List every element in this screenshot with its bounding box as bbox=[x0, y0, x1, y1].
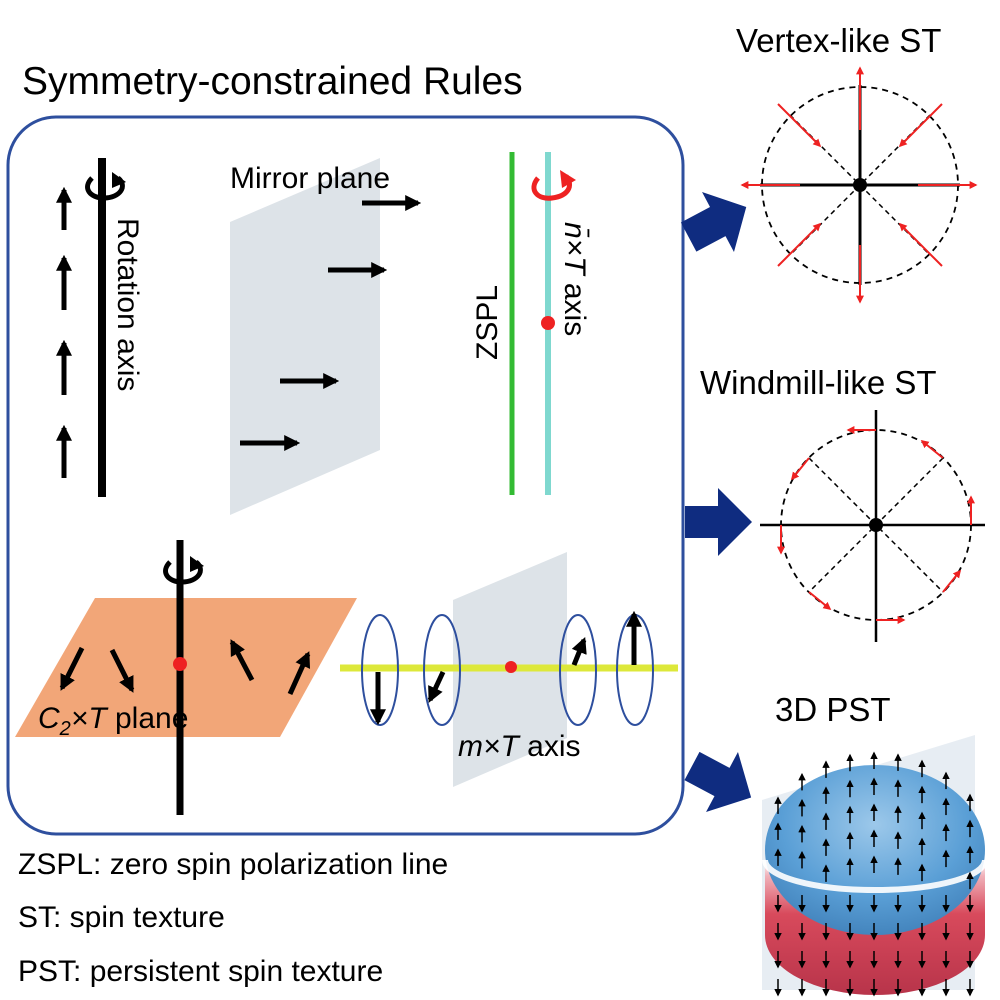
zspl-label: ZSPL bbox=[471, 285, 504, 360]
pst-upper-dome bbox=[765, 765, 985, 935]
page-title: Symmetry-constrained Rules bbox=[22, 60, 523, 103]
spin-arrow-icon bbox=[777, 103, 822, 148]
nt-axis-label: n̄×T axis bbox=[558, 222, 591, 336]
connector-arrow-icon bbox=[680, 191, 747, 253]
pst-3d-diagram bbox=[762, 735, 988, 997]
spin-arrow-icon bbox=[59, 646, 85, 691]
mirror-plane-element: Mirror plane bbox=[230, 158, 422, 515]
spin-arrow-icon bbox=[287, 651, 311, 696]
legend-zspl: ZSPL: zero spin polarization line bbox=[18, 848, 449, 881]
legend-pst: PST: persistent spin texture bbox=[18, 955, 384, 988]
spin-arrow-icon bbox=[427, 670, 446, 703]
connector-arrow-icon bbox=[685, 488, 752, 556]
rotation-arrow-icon bbox=[531, 174, 572, 201]
c2t-plane-element: C2×T plane bbox=[15, 540, 357, 815]
legend-st: ST: spin texture bbox=[18, 901, 225, 934]
spin-arrow-icon bbox=[109, 648, 135, 693]
zspl-element: ZSPL n̄×T axis bbox=[471, 152, 591, 495]
inversion-center-dot bbox=[505, 661, 517, 673]
spin-arrow-icon bbox=[942, 569, 962, 593]
rotation-arrow-icon bbox=[85, 176, 125, 201]
rotation-arrow-icon bbox=[163, 560, 203, 585]
spin-arrow-icon bbox=[777, 222, 822, 267]
mt-axis-label: m×T axis bbox=[458, 730, 581, 763]
spin-arrow-icon bbox=[898, 222, 943, 267]
rotation-axis-label: Rotation axis bbox=[111, 218, 144, 391]
spin-arrow-icon bbox=[920, 439, 944, 459]
connector-arrow-icon bbox=[684, 751, 752, 813]
rotation-axis-element: Rotation axis bbox=[55, 158, 144, 497]
spin-arrow-icon bbox=[571, 637, 587, 666]
vertex-panel-title: Vertex-like ST bbox=[736, 22, 942, 59]
mt-axis-element: m×T axis bbox=[340, 552, 678, 787]
windmill-st-diagram bbox=[760, 410, 985, 642]
pst-panel-title: 3D PST bbox=[775, 691, 891, 728]
c2t-plane-label: C2×T plane bbox=[38, 702, 188, 740]
inversion-center-dot bbox=[541, 316, 555, 330]
spin-arrow-icon bbox=[229, 639, 255, 682]
inversion-center-dot bbox=[173, 657, 187, 671]
mirror-plane-shape bbox=[230, 158, 380, 515]
mirror-plane-label: Mirror plane bbox=[230, 162, 390, 195]
windmill-panel-title: Windmill-like ST bbox=[700, 364, 937, 401]
vertex-st-diagram bbox=[740, 66, 978, 304]
spin-arrow-icon bbox=[808, 591, 832, 611]
pst-spin-arrows bbox=[774, 751, 974, 997]
rules-frame bbox=[6, 115, 685, 836]
spin-arrow-icon bbox=[898, 103, 943, 148]
spin-arrow-icon bbox=[790, 457, 810, 481]
